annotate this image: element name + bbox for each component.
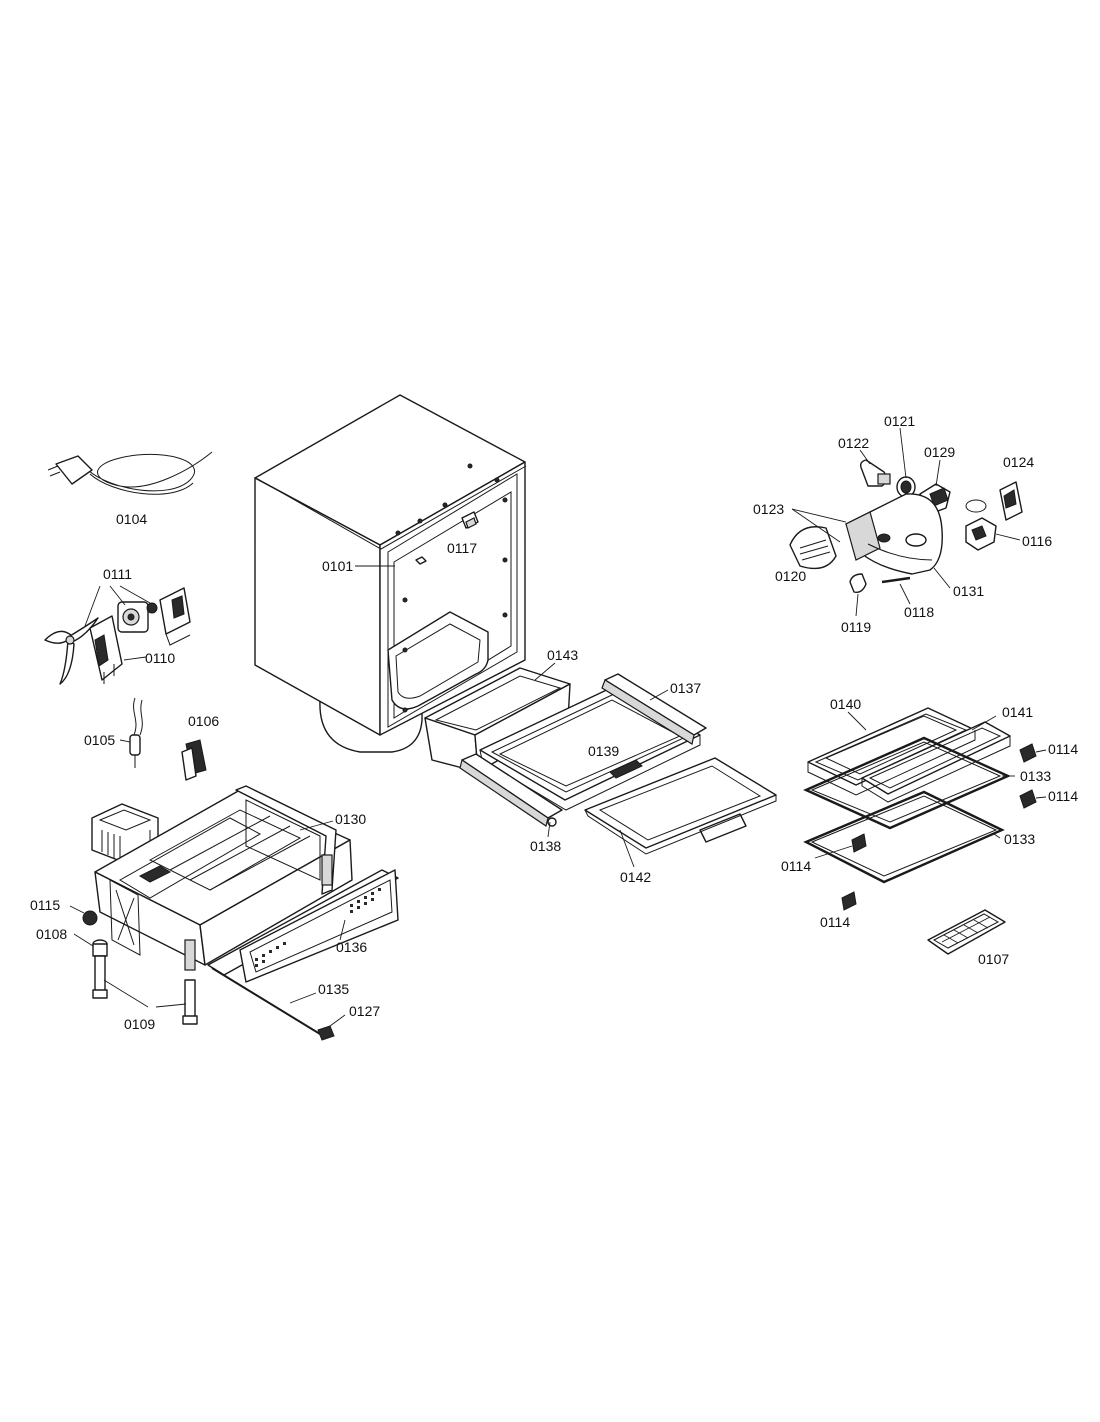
label-0138: 0138 bbox=[530, 838, 561, 854]
base-tray-drawing bbox=[91, 785, 399, 983]
label-0143: 0143 bbox=[547, 647, 578, 663]
label-0109: 0109 bbox=[124, 1016, 155, 1032]
label-0130: 0130 bbox=[335, 811, 366, 827]
label-0115: 0115 bbox=[30, 897, 60, 913]
sensor-drawing bbox=[119, 697, 143, 768]
bracket-drawing bbox=[181, 739, 207, 781]
hinges-drawing bbox=[841, 743, 1037, 911]
label-0142: 0142 bbox=[620, 869, 651, 885]
lamp-assembly-drawing bbox=[789, 427, 1023, 617]
feet-drawing bbox=[69, 905, 198, 1025]
label-0114-b: 0114 bbox=[1048, 788, 1078, 804]
label-0108: 0108 bbox=[36, 926, 67, 942]
label-0106: 0106 bbox=[188, 713, 219, 729]
label-0129: 0129 bbox=[924, 444, 955, 460]
label-0118: 0118 bbox=[904, 604, 934, 620]
label-0127: 0127 bbox=[349, 1003, 380, 1019]
shelf-rail-right-drawing bbox=[601, 673, 707, 745]
label-0120: 0120 bbox=[775, 568, 806, 584]
label-0117: 0117 bbox=[447, 540, 477, 556]
door-gasket-lower-drawing bbox=[803, 790, 1005, 884]
label-0124: 0124 bbox=[1003, 454, 1034, 470]
ice-tray-drawing bbox=[927, 909, 1006, 955]
shelf-rail-left-drawing bbox=[459, 753, 563, 838]
label-0140: 0140 bbox=[830, 696, 861, 712]
label-0114-c: 0114 bbox=[781, 858, 811, 874]
label-0139: 0139 bbox=[588, 743, 619, 759]
label-0141: 0141 bbox=[1002, 704, 1033, 720]
label-0104: 0104 bbox=[116, 511, 147, 527]
shelf-frame-drawing bbox=[584, 757, 777, 868]
power-cord-drawing bbox=[47, 451, 213, 495]
label-0123: 0123 bbox=[753, 501, 784, 517]
door-gasket-upper-drawing bbox=[803, 736, 1015, 830]
fan-motor-drawing bbox=[44, 585, 191, 685]
label-0101: 0101 bbox=[322, 558, 353, 574]
cabinet-drawing bbox=[254, 394, 527, 753]
label-0110: 0110 bbox=[145, 650, 175, 666]
label-0122: 0122 bbox=[838, 435, 869, 451]
label-0135: 0135 bbox=[318, 981, 349, 997]
rod-drawing bbox=[211, 967, 346, 1041]
label-0114-a: 0114 bbox=[1048, 741, 1078, 757]
label-0136: 0136 bbox=[336, 939, 367, 955]
label-0131: 0131 bbox=[953, 583, 984, 599]
label-0137: 0137 bbox=[670, 680, 701, 696]
label-0121: 0121 bbox=[884, 413, 915, 429]
label-0119: 0119 bbox=[841, 619, 871, 635]
label-0111: 0111 bbox=[103, 566, 132, 582]
cabinet-clip-drawing bbox=[461, 511, 479, 529]
label-0116: 0116 bbox=[1022, 533, 1052, 549]
label-0114-d: 0114 bbox=[820, 914, 850, 930]
label-0107: 0107 bbox=[978, 951, 1009, 967]
label-0133-b: 0133 bbox=[1004, 831, 1035, 847]
label-0105: 0105 bbox=[84, 732, 115, 748]
label-0133-a: 0133 bbox=[1020, 768, 1051, 784]
